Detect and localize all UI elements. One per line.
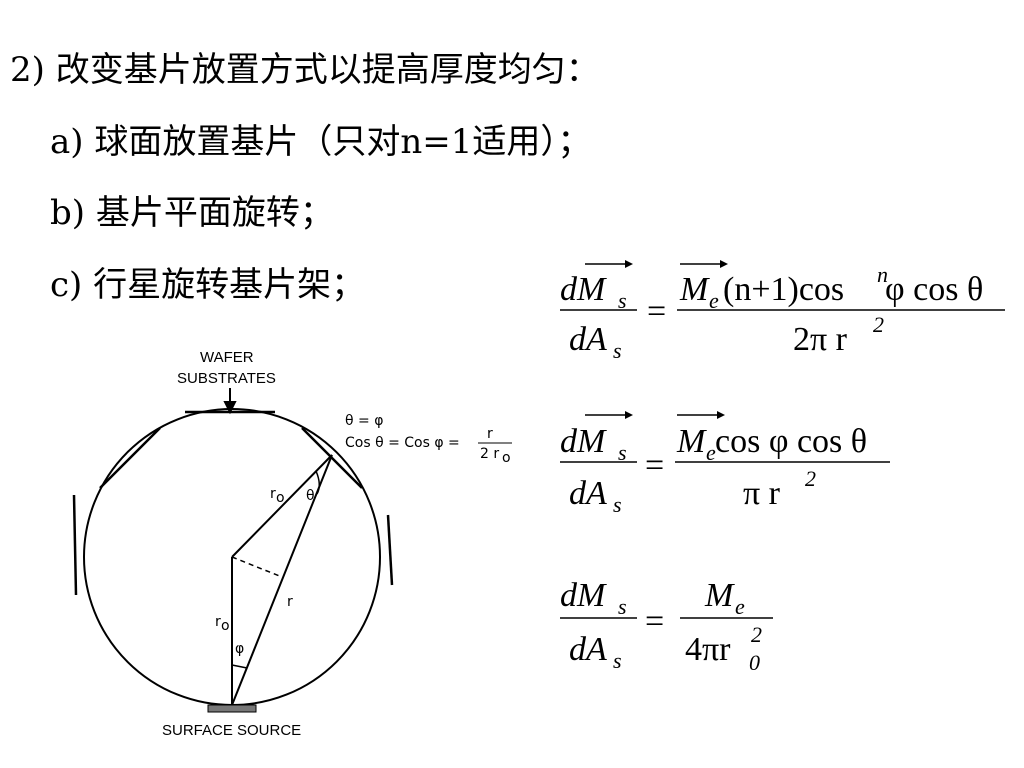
eq2-lhs-numerator-sub: s xyxy=(618,440,627,465)
eq1-rhs-tail: φ cos θ xyxy=(885,271,983,308)
eq1-vector-arrowhead-left xyxy=(625,260,633,268)
eq1-lhs-denominator: dA xyxy=(569,321,607,358)
heading-item-2: 2) 改变基片放置方式以提高厚度均匀： xyxy=(10,50,600,90)
source-to-substrate xyxy=(231,454,333,706)
eq2-vector-arrowhead-right xyxy=(717,411,725,419)
wafer-arrowhead xyxy=(223,401,237,415)
diagram-geometry xyxy=(72,388,394,713)
eq2-rhs-denominator: π r xyxy=(743,475,781,512)
wafer-label-line1: WAFER xyxy=(200,349,254,366)
eq2-equals: = xyxy=(645,447,664,484)
eq1-equals: = xyxy=(647,293,666,330)
eq1-vector-arrowhead-right xyxy=(720,260,728,268)
eq3-rhs-denominator-sup: 2 xyxy=(751,622,762,647)
eq3-rhs-denominator: 4πr xyxy=(685,631,731,668)
source-label: SURFACE SOURCE xyxy=(162,722,301,739)
equation-uniform: dM s dA s = M e 4πr 2 0 xyxy=(560,577,773,675)
eq2-vector-arrowhead-left xyxy=(625,411,633,419)
label-r0-lower-sub: o xyxy=(221,618,230,634)
item-b: b) 基片平面旋转； xyxy=(50,193,334,233)
label-r0-upper-sub: o xyxy=(276,490,285,506)
label-phi: φ xyxy=(235,641,244,657)
spherical-substrate-diagram: WAFER SUBSTRATES SURFACE SOURCE θ = φ Co… xyxy=(72,349,512,739)
eq3-lhs-numerator-sub: s xyxy=(618,594,627,619)
item-c: c) 行星旋转基片架； xyxy=(50,265,366,305)
item-a: a) 球面放置基片（只对n=1适用）； xyxy=(50,122,592,162)
eq3-lhs-numerator: dM xyxy=(560,577,607,614)
eq2-lhs-denominator-sub: s xyxy=(613,492,622,517)
relation-theta-phi: θ = φ xyxy=(345,413,383,429)
eq1-rhs-denominator: 2π r xyxy=(793,321,848,358)
eq2-lhs-numerator: dM xyxy=(560,423,607,460)
phi-arc xyxy=(231,664,248,669)
equation-spherical: dM s dA s = M e cos φ cos θ π r 2 xyxy=(560,411,890,517)
eq1-lhs-denominator-sub: s xyxy=(613,338,622,363)
surface-source xyxy=(207,704,257,713)
equation-general: dM s dA s = M e (n+1)cos n φ cos θ 2π r … xyxy=(560,260,1005,363)
eq3-equals: = xyxy=(645,603,664,640)
eq2-rhs-M-sub: e xyxy=(706,440,716,465)
eq1-lhs-numerator-sub: s xyxy=(618,288,627,313)
eq1-rhs-M-sub: e xyxy=(709,288,719,313)
eq3-lhs-denominator: dA xyxy=(569,631,607,668)
eq3-rhs-numerator-sub: e xyxy=(735,594,745,619)
relation-cos: Cos θ = Cos φ = xyxy=(345,435,460,451)
eq2-rhs-tail: cos φ cos θ xyxy=(715,423,867,460)
eq1-rhs-sup: n xyxy=(877,262,888,287)
wafer-right xyxy=(386,514,394,586)
wafer-label-line2: SUBSTRATES xyxy=(177,370,276,387)
relation-fraction-numerator: r xyxy=(487,426,493,442)
eq1-rhs-denominator-sup: 2 xyxy=(873,312,884,337)
relation-fraction-denominator-sub: o xyxy=(502,450,511,466)
eq3-rhs-denominator-sub: 0 xyxy=(749,650,760,675)
eq2-lhs-denominator: dA xyxy=(569,475,607,512)
wafer-upper-right xyxy=(301,427,363,489)
eq2-rhs-denominator-sup: 2 xyxy=(805,466,816,491)
label-theta: θ xyxy=(306,488,315,504)
relation-fraction-denominator: 2 r xyxy=(480,446,499,462)
eq1-rhs-M: M xyxy=(679,271,710,308)
eq3-rhs-numerator: M xyxy=(704,577,735,614)
theta-arc xyxy=(315,470,320,495)
label-r0-upper: r xyxy=(270,486,276,502)
dashed-bisector xyxy=(231,556,283,578)
eq3-lhs-denominator-sub: s xyxy=(613,648,622,673)
eq1-lhs-numerator: dM xyxy=(560,271,607,308)
wafer-upper-left xyxy=(99,427,161,489)
label-r: r xyxy=(287,594,293,610)
wafer-left xyxy=(72,494,78,596)
eq2-rhs-M: M xyxy=(676,423,707,460)
label-r0-lower: r xyxy=(215,614,221,630)
eq1-rhs-paren: (n+1)cos xyxy=(723,271,844,308)
radius-to-substrate xyxy=(231,454,333,558)
